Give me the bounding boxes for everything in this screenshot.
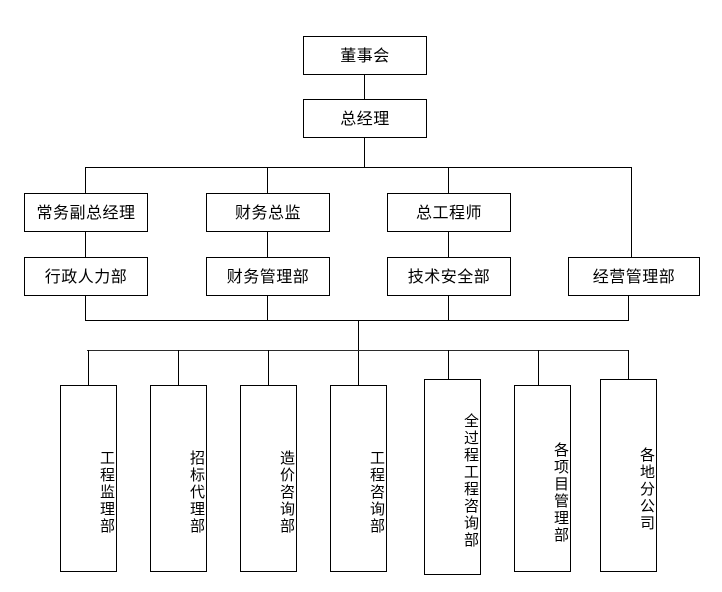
connector-merge-to-leaf-bus (358, 320, 359, 385)
connector-general-manager-drop (364, 138, 365, 167)
connector-chief-engineer-to-tech-safety (448, 232, 449, 257)
connector-leaf-1 (88, 350, 89, 385)
bus-department-merge (85, 320, 629, 321)
connector-bus-to-finance-director (267, 167, 268, 193)
node-leaf-engineering-consulting: 工程咨询部 (330, 385, 387, 572)
node-business-mgmt-dept: 经营管理部 (568, 257, 700, 296)
connector-finance-mgmt-drop (267, 296, 268, 320)
node-board: 董事会 (303, 36, 427, 75)
connector-bus-to-exec-deputy-gm (85, 167, 86, 193)
connector-admin-hr-drop (85, 296, 86, 320)
node-leaf-whole-process-engineering-consulting: 全过程工程咨询部 (424, 379, 481, 575)
node-leaf-cost-consulting: 造价咨询部 (240, 385, 297, 572)
node-chief-engineer: 总工程师 (387, 193, 511, 232)
node-general-manager: 总经理 (303, 99, 427, 138)
connector-leaf-6 (538, 350, 539, 385)
node-finance-director: 财务总监 (206, 193, 330, 232)
connector-leaf-2 (178, 350, 179, 385)
connector-bus-to-business-mgmt-dept (631, 167, 632, 257)
connector-bus-to-chief-engineer (448, 167, 449, 193)
connector-finance-director-to-finance-mgmt (267, 232, 268, 257)
connector-leaf-3 (268, 350, 269, 385)
connector-business-mgmt-drop (628, 296, 629, 320)
node-leaf-project-management: 各项目管理部 (514, 385, 571, 572)
connector-leaf-5 (448, 350, 449, 385)
node-admin-hr-dept: 行政人力部 (24, 257, 148, 296)
node-tech-safety-dept: 技术安全部 (387, 257, 511, 296)
node-leaf-branch-companies: 各地分公司 (600, 379, 657, 572)
node-finance-mgmt-dept: 财务管理部 (206, 257, 330, 296)
connector-tech-safety-drop (448, 296, 449, 320)
connector-exec-deputy-gm-to-admin-hr (85, 232, 86, 257)
bus-tier3 (85, 167, 631, 168)
node-leaf-engineering-supervision: 工程监理部 (60, 385, 117, 572)
node-exec-deputy-gm: 常务副总经理 (24, 193, 148, 232)
bus-leaf (87, 350, 629, 351)
connector-leaf-7 (628, 350, 629, 385)
node-leaf-bidding-agency: 招标代理部 (150, 385, 207, 572)
connector-board-to-general-manager (364, 75, 365, 99)
